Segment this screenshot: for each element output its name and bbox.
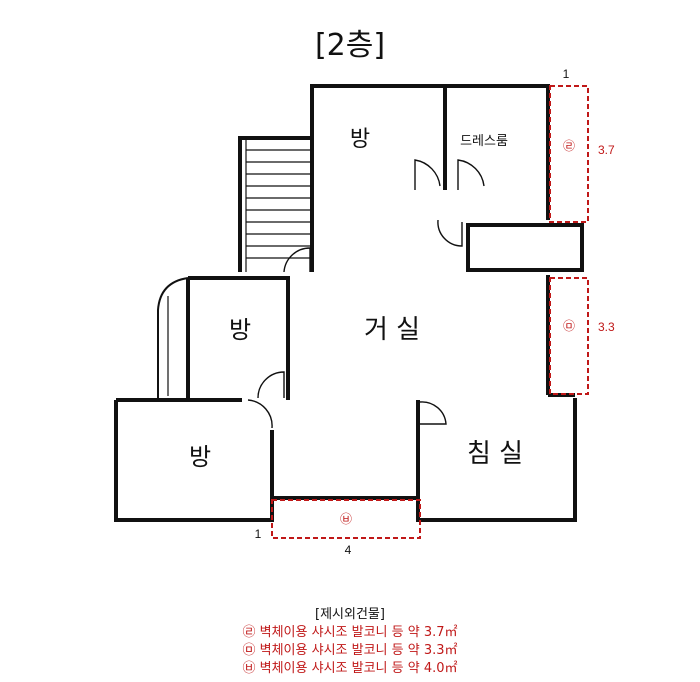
balcony-ra-mark: ㉣ <box>563 139 575 153</box>
legend: [제시외건물] ㉣ 벽체이용 샤시조 발코니 등 약 3.7㎡ ㉤ 벽체이용 샤… <box>0 606 700 678</box>
room-label-bedroom: 침 실 <box>467 439 523 469</box>
legend-item: ㉤ 벽체이용 샤시조 발코니 등 약 3.3㎡ <box>242 643 458 658</box>
page-title: [2층] <box>314 28 386 63</box>
balcony-ba-width: 1 <box>255 527 262 541</box>
balcony-ra-length: 3.7 <box>598 143 615 157</box>
curved-wall <box>157 277 189 400</box>
wall-right-notch <box>466 223 584 272</box>
balcony-ra-width: 1 <box>563 67 570 81</box>
room-label-living: 거 실 <box>364 315 420 345</box>
legend-item: ㉣ 벽체이용 샤시조 발코니 등 약 3.7㎡ <box>242 625 458 640</box>
room-label-bang-mid: 방 <box>229 316 251 344</box>
room-label-dressroom: 드레스룸 <box>460 134 508 149</box>
balcony-ma <box>549 277 589 395</box>
legend-item: ㉥ 벽체이용 샤시조 발코니 등 약 4.0㎡ <box>242 661 458 676</box>
room-label-bang-bottom: 방 <box>189 443 211 471</box>
stairs <box>245 138 312 272</box>
wall-mid-room <box>188 276 290 400</box>
doors <box>247 159 485 429</box>
balcony-ma-length: 3.3 <box>598 320 615 334</box>
balcony-ma-mark: ㉤ <box>563 319 575 333</box>
balcony-ba <box>271 499 421 539</box>
room-label-bang-top: 방 <box>350 127 370 152</box>
wall-bottom-room <box>114 400 274 522</box>
wall-top-block <box>310 84 550 220</box>
balcony-ba-mark: ㉥ <box>340 512 352 526</box>
legend-header: [제시외건물] <box>315 607 385 622</box>
wall-stair <box>238 136 312 272</box>
balcony-ba-length: 4 <box>345 543 352 557</box>
wall-bedroom <box>416 398 577 522</box>
balcony-ra <box>549 85 589 223</box>
balconies <box>271 85 589 539</box>
